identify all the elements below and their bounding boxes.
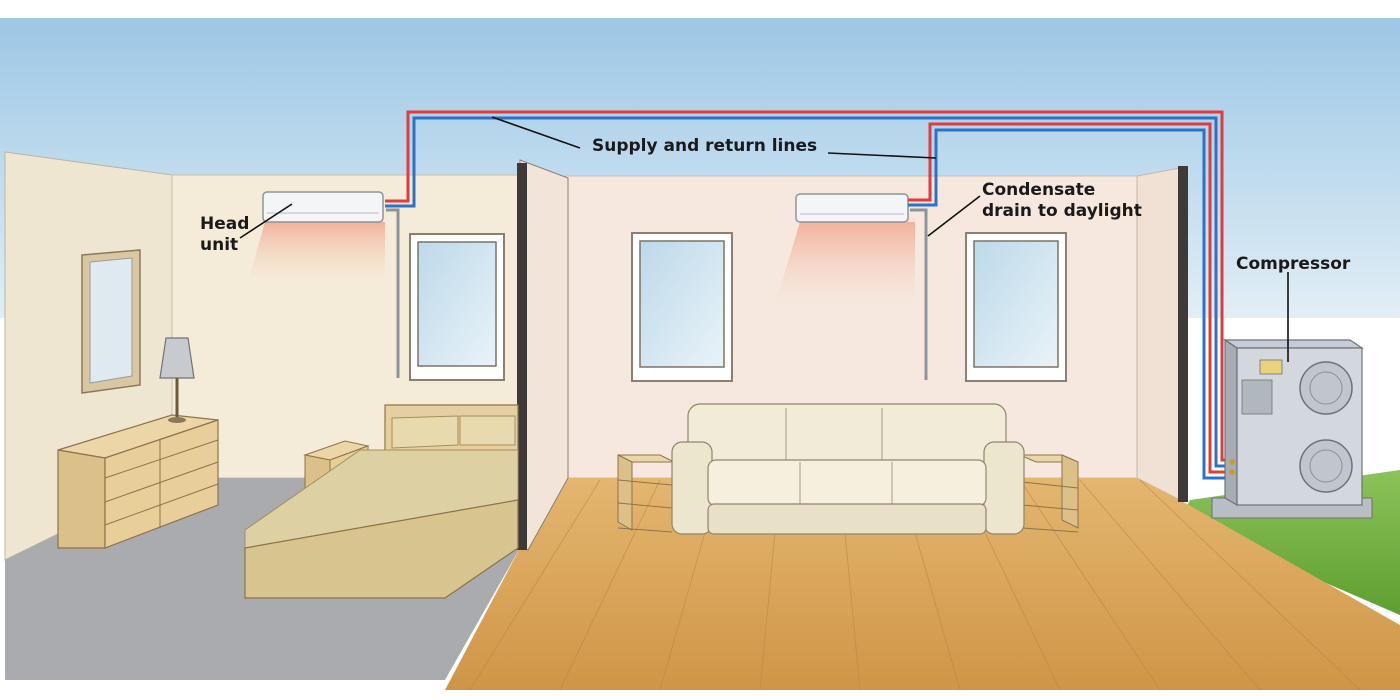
- shelf-right: [1019, 454, 1079, 533]
- shelf-left: [617, 454, 675, 533]
- condensate-drain-bedroom: [386, 208, 400, 378]
- condensate-drain-label: Condensate drain to daylight: [982, 180, 1142, 222]
- compressor-label: Compressor: [1236, 254, 1351, 274]
- sofa: [671, 403, 1025, 535]
- living-window-left: [631, 232, 733, 382]
- living-window-right: [965, 232, 1067, 382]
- wall-mirror: [81, 249, 141, 394]
- supply-line-red-2: [908, 122, 1226, 474]
- head-unit-label: Head unit: [200, 214, 249, 256]
- bedroom-window: [409, 233, 505, 381]
- bed: [244, 404, 519, 599]
- living-right-wall: [1136, 167, 1181, 501]
- leader-head-unit: [239, 203, 293, 239]
- condensate-label-line1: Condensate: [982, 180, 1096, 200]
- callout-leaders: [239, 116, 1289, 362]
- table-lamp: [159, 337, 195, 423]
- compressor-unit: [1211, 338, 1373, 519]
- condensate-label-line2: drain to daylight: [982, 201, 1142, 221]
- leader-condensate: [927, 195, 981, 237]
- return-line-blue: [385, 116, 1226, 468]
- supply-return-lines-label: Supply and return lines: [592, 136, 818, 156]
- head-unit-bedroom: [262, 191, 384, 223]
- head-unit-airflow-right: [775, 222, 915, 305]
- leader-supply-right: [827, 152, 937, 159]
- head-unit-label-line2: unit: [200, 235, 239, 255]
- head-unit-airflow-left: [248, 222, 385, 282]
- exterior-wall-edge: [1178, 166, 1188, 502]
- head-unit-living: [795, 193, 909, 223]
- leader-supply-left: [491, 116, 581, 149]
- head-unit-label-line1: Head: [200, 214, 250, 234]
- condensate-drain-living: [910, 208, 928, 380]
- supply-line-red: [385, 110, 1226, 462]
- partition-edge: [517, 163, 527, 550]
- partition-wall: [519, 159, 569, 551]
- return-line-blue-2: [908, 128, 1226, 480]
- dresser: [57, 414, 219, 549]
